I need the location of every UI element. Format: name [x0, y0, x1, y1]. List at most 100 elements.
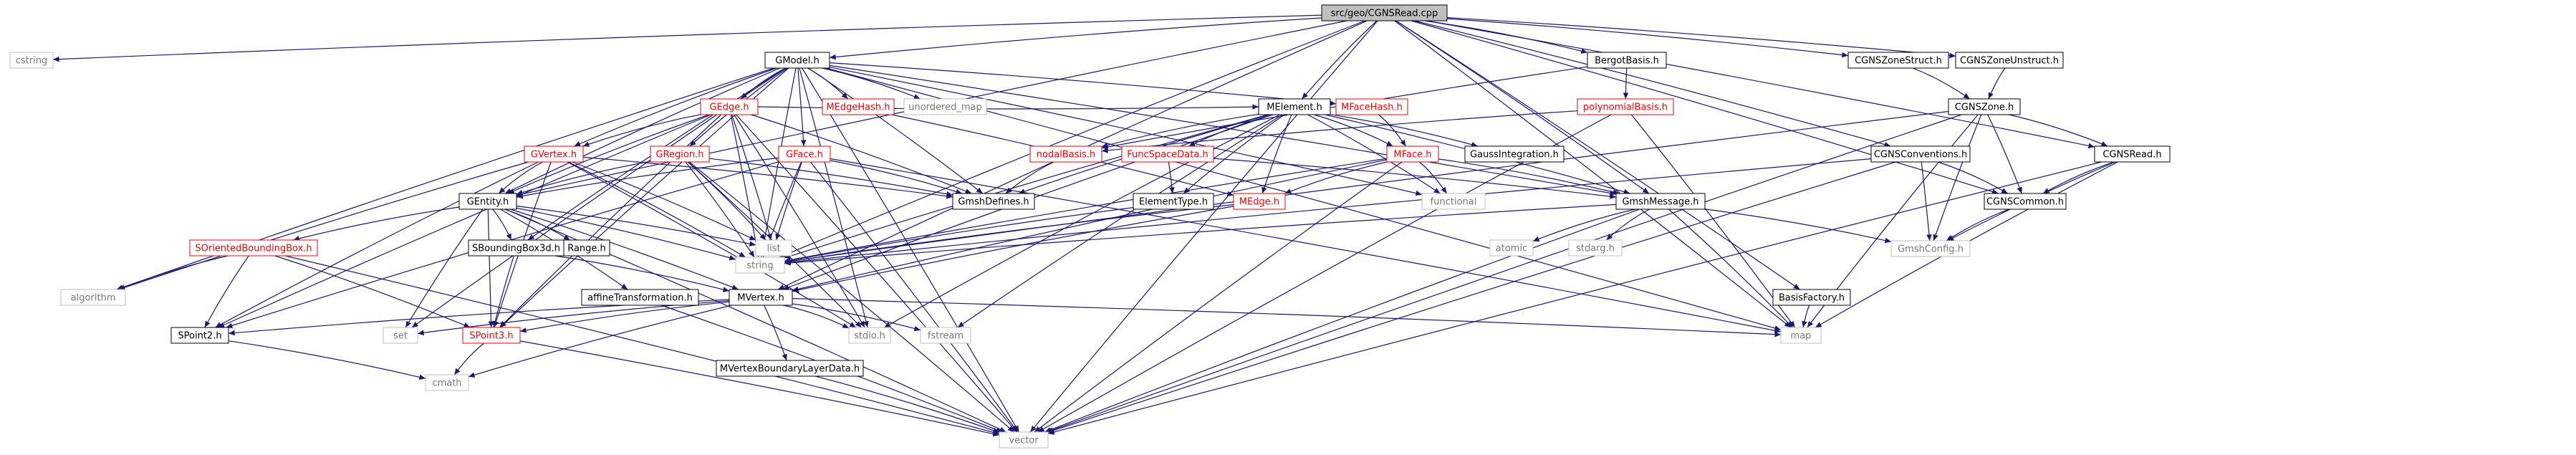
node-MEdgeHash[interactable]: MEdgeHash.h	[822, 98, 895, 115]
node-unordered_map: unordered_map	[903, 98, 987, 115]
node-box-MElement	[1258, 98, 1331, 115]
node-SBoundingBox3d[interactable]: SBoundingBox3d.h	[468, 239, 564, 257]
node-box-GFace	[778, 145, 831, 163]
edge-GModel-to-functional	[829, 67, 1423, 196]
edge-GVertex-to-GEntity	[498, 161, 543, 194]
node-label-MEdge: MEdge.h	[1239, 197, 1279, 208]
node-label-root: src/geo/CGNSRead.cpp	[1331, 9, 1438, 19]
node-BergotBasis[interactable]: BergotBasis.h	[1587, 52, 1667, 69]
node-label-set: set	[393, 331, 408, 342]
node-CGNSCommon[interactable]: CGNSCommon.h	[1984, 193, 2067, 210]
node-MVertexBoundaryLayerData[interactable]: MVertexBoundaryLayerData.h	[716, 360, 864, 377]
node-GModel[interactable]: GModel.h	[764, 52, 830, 69]
node-box-polynomialBasis	[1577, 98, 1674, 115]
node-label-GmshDefines: GmshDefines.h	[958, 197, 1029, 208]
node-stdio: stdio.h	[848, 327, 891, 344]
node-FuncSpaceData[interactable]: FuncSpaceData.h	[1121, 145, 1214, 163]
node-cmath: cmath	[425, 374, 469, 391]
edge-CGNSZone-to-CGNSRead_h	[2009, 114, 2108, 147]
edge-SPoint3-to-vector	[519, 340, 1000, 437]
node-Range[interactable]: Range.h	[563, 239, 610, 257]
node-MVertex[interactable]: MVertex.h	[729, 289, 793, 306]
edge-MVertex-to-MVertexBoundaryLayerData	[763, 305, 787, 361]
node-root[interactable]: src/geo/CGNSRead.cpp	[1321, 4, 1448, 21]
node-affineTransformation[interactable]: affineTransformation.h	[581, 289, 699, 306]
node-box-algorithm	[60, 289, 126, 306]
node-ElementType[interactable]: ElementType.h	[1133, 193, 1214, 210]
node-GmshDefines[interactable]: GmshDefines.h	[952, 193, 1035, 210]
edge-CGNSRead_h-to-CGNSCommon	[2042, 161, 2115, 194]
node-label-GFace: GFace.h	[786, 150, 823, 161]
node-box-root	[1321, 4, 1448, 21]
node-MFace[interactable]: MFace.h	[1386, 145, 1439, 163]
edge-GVertex-to-string	[568, 161, 746, 258]
node-set: set	[383, 327, 418, 344]
node-label-GmshMessage: GmshMessage.h	[1622, 197, 1698, 208]
edge-nodalBasis-to-GmshDefines	[1005, 161, 1054, 194]
edge-GVertex-to-stdio	[567, 161, 857, 328]
edge-CGNSCommon-to-GmshConfig	[1946, 209, 2010, 241]
node-CGNSConventions[interactable]: CGNSConventions.h	[1870, 145, 1971, 163]
node-GEntity[interactable]: GEntity.h	[458, 193, 517, 210]
node-GmshMessage[interactable]: GmshMessage.h	[1615, 193, 1706, 210]
node-string: string	[735, 257, 785, 274]
node-polynomialBasis[interactable]: polynomialBasis.h	[1577, 98, 1674, 115]
node-MFaceHash[interactable]: MFaceHash.h	[1335, 98, 1408, 115]
edge-CGNSZone-to-vector	[1046, 114, 1962, 433]
node-SPoint3[interactable]: SPoint3.h	[462, 327, 521, 344]
edge-ElementType-to-string	[784, 207, 1134, 264]
edge-GVertex-to-list	[572, 161, 756, 241]
node-GFace[interactable]: GFace.h	[778, 145, 831, 163]
node-box-MEdge	[1233, 193, 1286, 210]
node-box-GRegion	[650, 145, 710, 163]
node-box-SPoint2	[170, 327, 229, 344]
node-MEdge[interactable]: MEdge.h	[1233, 193, 1286, 210]
edge-GEntity-to-list	[516, 205, 756, 246]
node-GaussIntegration[interactable]: GaussIntegration.h	[1464, 145, 1565, 163]
node-label-vector: vector	[1009, 436, 1039, 446]
edge-GFace-to-vector	[809, 161, 1019, 433]
node-CGNSZoneStruct[interactable]: CGNSZoneStruct.h	[1847, 52, 1949, 69]
node-label-GModel: GModel.h	[775, 56, 819, 67]
node-CGNSRead_h[interactable]: CGNSRead.h	[2094, 145, 2171, 163]
node-label-unordered_map: unordered_map	[908, 102, 982, 113]
node-CGNSZone[interactable]: CGNSZone.h	[1948, 98, 2021, 115]
edge-CGNSConventions-to-string	[784, 158, 1872, 265]
node-BasisFactory[interactable]: BasisFactory.h	[1772, 289, 1851, 306]
edge-SPoint3-to-cmath	[453, 343, 485, 375]
edge-GEdge-to-SPoint2	[218, 114, 711, 328]
node-label-SPoint3: SPoint3.h	[469, 331, 513, 342]
node-box-GVertex	[524, 145, 584, 163]
node-cstring: cstring	[9, 52, 54, 69]
node-CGNSZoneUnstruct[interactable]: CGNSZoneUnstruct.h	[1955, 52, 2064, 69]
edge-GEntity-to-SBoundingBox3d	[492, 209, 512, 241]
node-label-map: map	[1791, 331, 1812, 342]
edge-FuncSpaceData-to-ElementType	[1168, 161, 1175, 194]
node-box-GEdge	[700, 98, 759, 115]
node-label-stdarg: stdarg.h	[1576, 244, 1615, 254]
node-label-CGNSRead_h: CGNSRead.h	[2102, 150, 2161, 161]
node-box-CGNSCommon	[1984, 193, 2067, 210]
edge-root-to-CGNSConventions	[1414, 20, 1891, 148]
node-label-cmath: cmath	[432, 378, 461, 389]
node-box-map	[1780, 327, 1822, 344]
edge-MFace-to-functional	[1419, 161, 1447, 194]
edge-GModel-to-GmshDefines	[807, 67, 984, 194]
node-GVertex[interactable]: GVertex.h	[524, 145, 584, 163]
edge-MFace-to-string	[784, 158, 1388, 263]
edge-GModel-to-algorithm	[116, 67, 774, 290]
node-GEdge[interactable]: GEdge.h	[700, 98, 759, 115]
node-label-GaussIntegration: GaussIntegration.h	[1470, 150, 1559, 161]
edge-MVertex-to-fstream	[792, 303, 921, 332]
node-label-CGNSZoneStruct: CGNSZoneStruct.h	[1855, 56, 1942, 67]
node-SPoint2[interactable]: SPoint2.h	[170, 327, 229, 344]
node-SOrientedBoundingBox[interactable]: SOrientedBoundingBox.h	[189, 239, 318, 257]
node-label-CGNSConventions: CGNSConventions.h	[1874, 150, 1967, 161]
node-MElement[interactable]: MElement.h	[1258, 98, 1331, 115]
edge-MVertex-to-cmath	[468, 305, 732, 378]
edge-SOrientedBoundingBox-to-algorithm	[118, 255, 229, 290]
edge-CGNSConventions-to-GmshConfig	[1921, 161, 1932, 241]
node-GRegion[interactable]: GRegion.h	[650, 145, 710, 163]
edge-MElement-to-fstream	[957, 114, 1283, 328]
node-nodalBasis[interactable]: nodalBasis.h	[1029, 145, 1102, 163]
